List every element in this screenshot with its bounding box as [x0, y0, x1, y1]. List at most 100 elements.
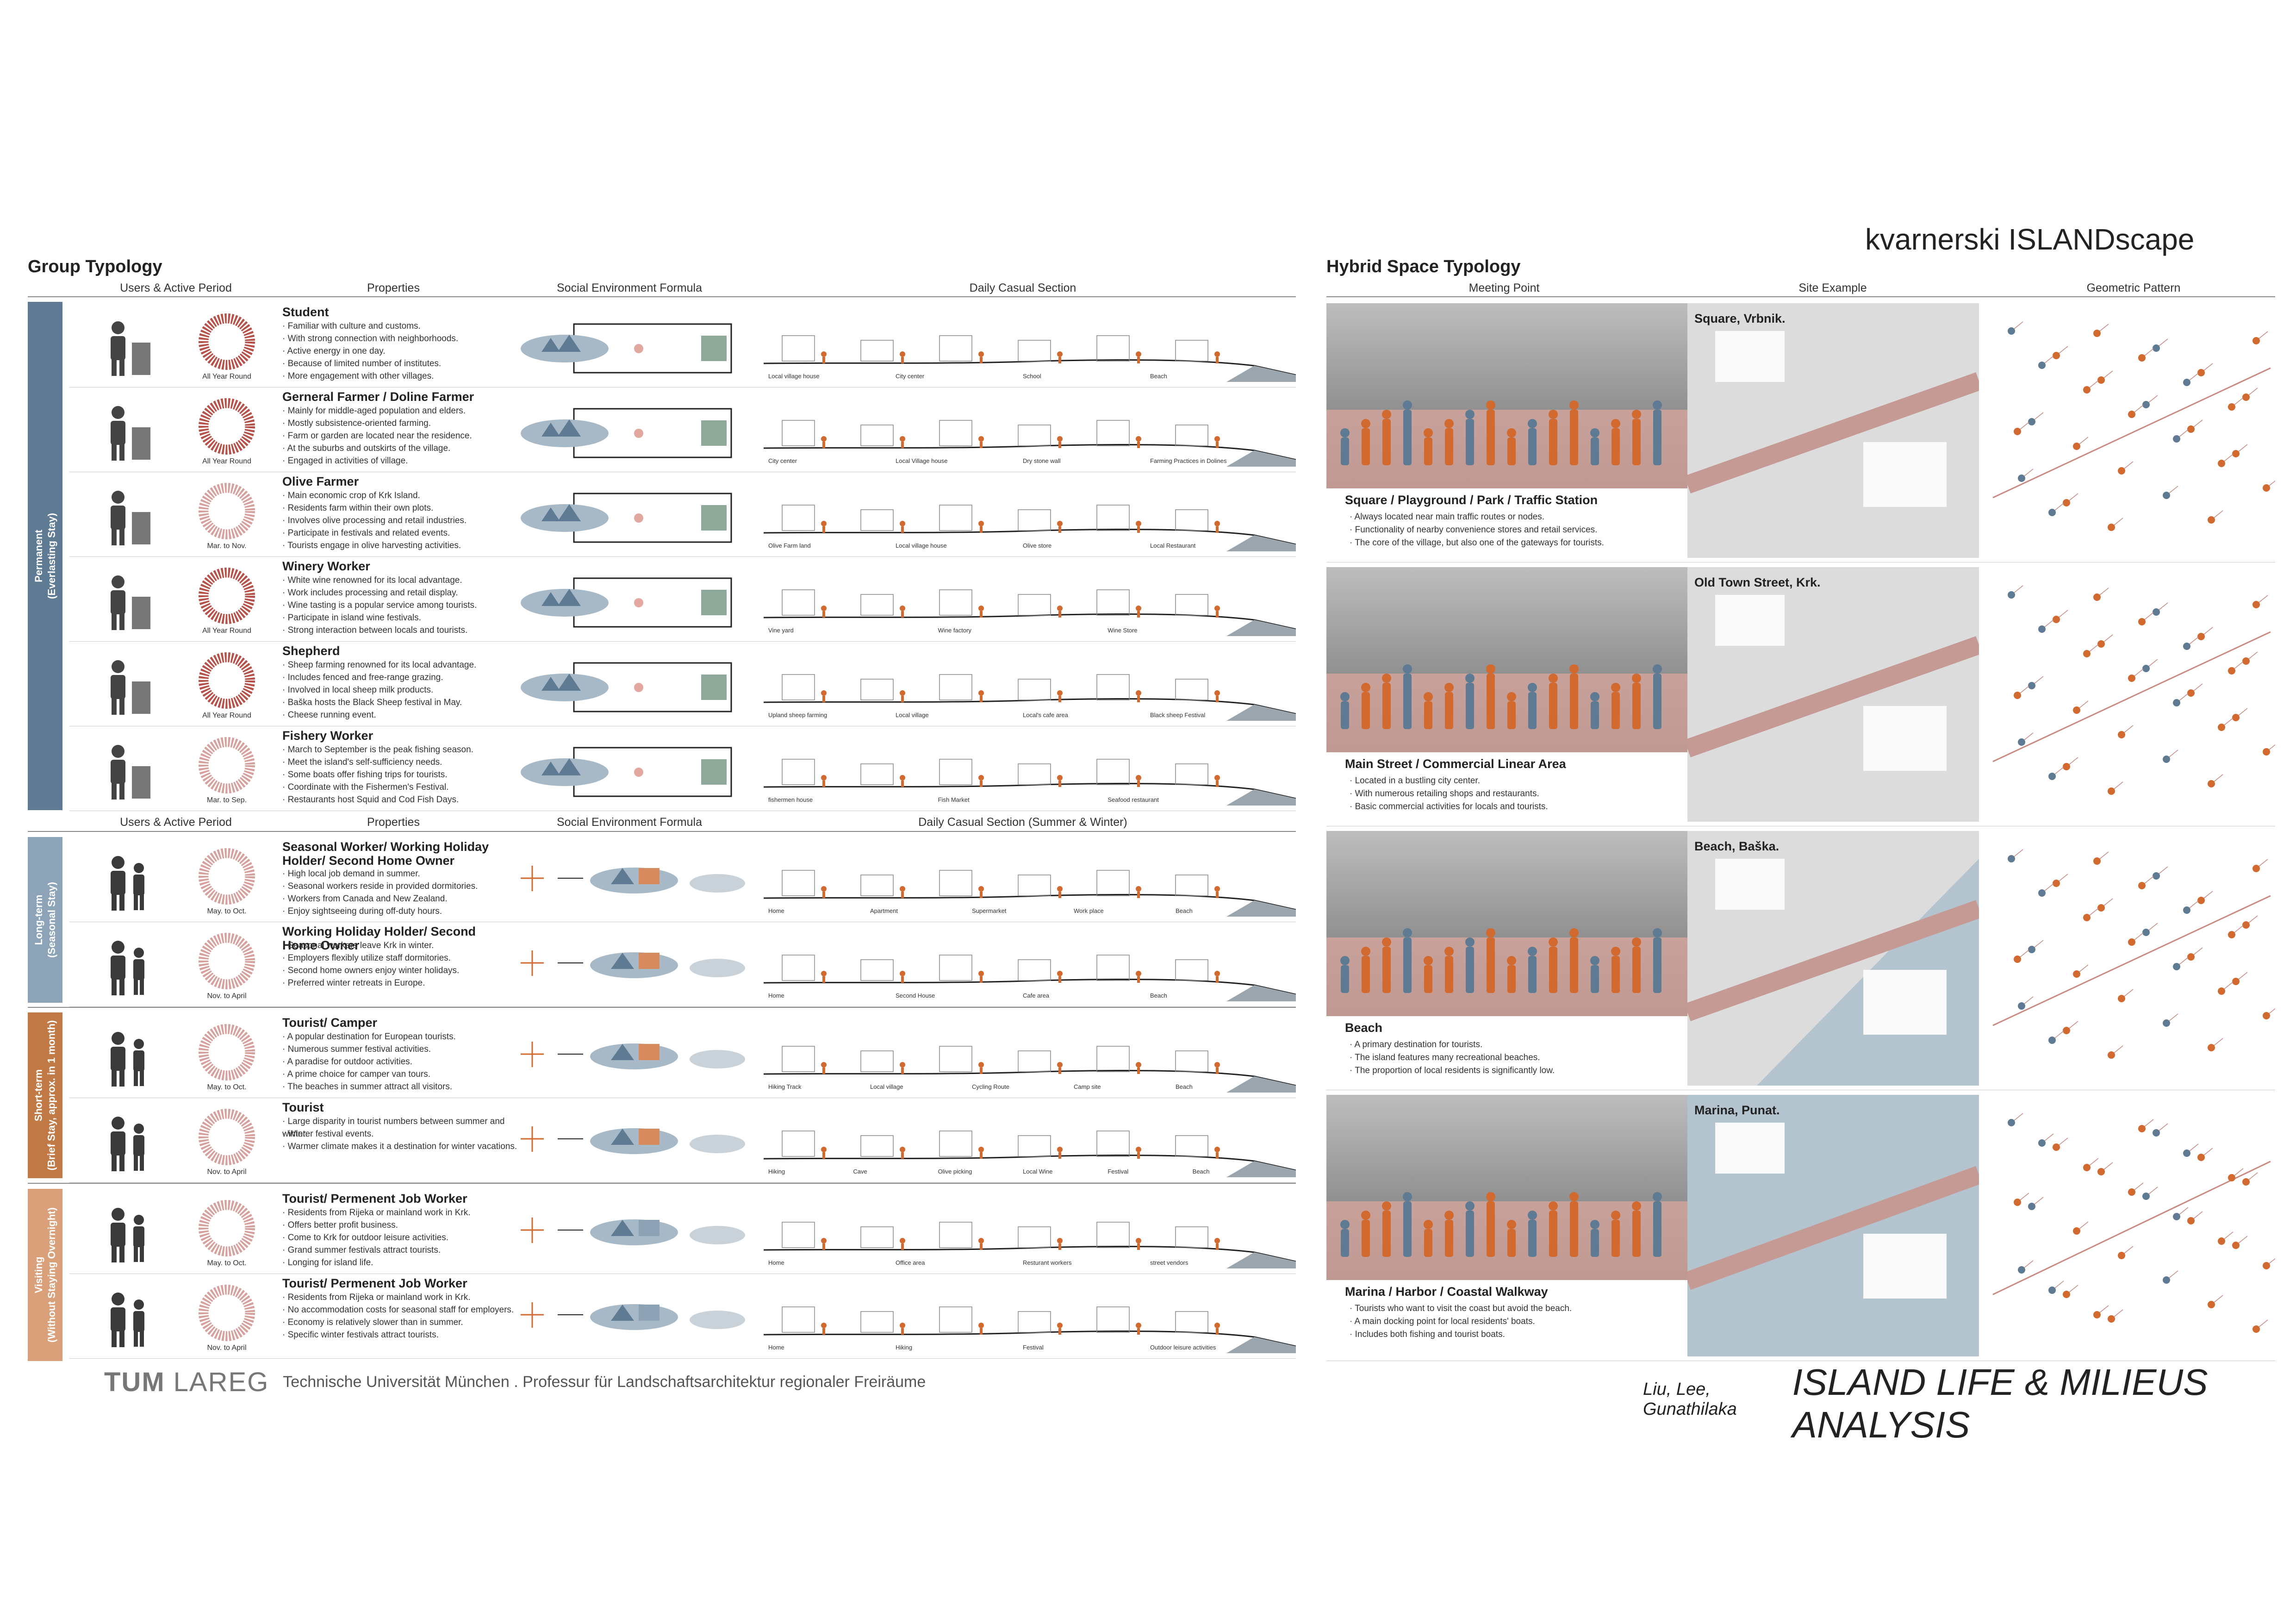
- group-property: · Involved in local sheep milk products.: [282, 685, 434, 695]
- hybrid-property: · Tourists who want to visit the coast b…: [1350, 1304, 1572, 1313]
- hybrid-title: Main Street / Commercial Linear Area: [1345, 757, 1566, 771]
- hybrid-property: · Functionality of nearby convenience st…: [1350, 525, 1598, 535]
- active-period-label: Nov. to April: [207, 1344, 247, 1352]
- group-title: Working Holiday Holder/ Second Home Owne…: [282, 924, 476, 952]
- group-property: · Participate in festivals and related e…: [282, 528, 450, 538]
- site-example-map: [1687, 831, 1979, 1086]
- active-period-label: Mar. to Nov.: [207, 542, 247, 550]
- user-figure-icon: [90, 654, 160, 718]
- col-users: Users & Active Period: [120, 281, 232, 294]
- group-property: · Mostly subsistence-oriented farming.: [282, 418, 431, 428]
- band-long-term: Long-term(Seasonal Stay): [28, 837, 62, 1003]
- group-property: · At the suburbs and outskirts of the vi…: [282, 443, 451, 453]
- geometric-pattern: [1984, 567, 2275, 822]
- group-title: Shepherd: [282, 644, 340, 658]
- section-label: Cave: [853, 1168, 867, 1175]
- meeting-point-photo: [1326, 567, 1687, 752]
- active-period-ring: [197, 396, 257, 456]
- group-property: · A paradise for outdoor activities.: [282, 1057, 412, 1067]
- section-label: Local village: [896, 712, 929, 718]
- group-row: Nov. to April Working Holiday Holder/ Sec…: [69, 923, 1296, 1007]
- hybrid-row: Square / Playground / Park / Traffic Sta…: [1326, 303, 2275, 562]
- active-period-ring: [197, 1283, 257, 1343]
- section-label: Home: [768, 1344, 784, 1351]
- group-title: Tourist: [282, 1100, 324, 1114]
- active-period-label: May. to Oct.: [207, 1259, 247, 1267]
- group-property: · The beaches in summer attract all visi…: [282, 1082, 453, 1092]
- section-label: Olive store: [1023, 542, 1052, 549]
- site-example-label: Beach, Baška.: [1694, 839, 1780, 853]
- group-title: Fishery Worker: [282, 729, 373, 743]
- section-label: Local village house: [768, 373, 820, 380]
- daily-section-drawing: [764, 927, 1296, 1001]
- social-formula-diagram: [514, 736, 754, 806]
- hybrid-property: · Always located near main traffic route…: [1350, 512, 1545, 522]
- geometric-pattern: [1984, 831, 2275, 1086]
- group-row: Nov. to April Tourist/ Permenent Job Work…: [69, 1274, 1296, 1359]
- group-property: · Economy is relatively slower than in s…: [282, 1318, 463, 1327]
- site-example-label: Marina, Punat.: [1694, 1103, 1780, 1117]
- group-property: · Grand summer festivals attract tourist…: [282, 1245, 441, 1255]
- social-formula-diagram: [514, 1284, 754, 1353]
- user-figure-icon: [90, 400, 160, 464]
- group-row: May. to Oct.Tourist/ Camper· A popular d…: [69, 1014, 1296, 1098]
- hybrid-title: Square / Playground / Park / Traffic Sta…: [1345, 493, 1598, 507]
- group-title: Tourist/ Permenent Job Worker: [282, 1276, 467, 1290]
- group-property: · Familiar with culture and customs.: [282, 321, 421, 331]
- social-formula-diagram: [514, 847, 754, 917]
- group-property: · Residents from Rijeka or mainland work…: [282, 1293, 471, 1302]
- hybrid-property: · A primary destination for tourists.: [1350, 1040, 1483, 1049]
- section-label: Local village house: [896, 542, 947, 549]
- group-property: · Some boats offer fishing trips for tou…: [282, 770, 448, 780]
- group-property: · White wine renowned for its local adva…: [282, 575, 462, 585]
- user-figure-icon: [90, 1110, 160, 1175]
- group-property: · Numerous summer festival activities.: [282, 1044, 431, 1054]
- group-property: · Specific winter festivals attract tour…: [282, 1330, 439, 1340]
- section-label: Fish Market: [938, 796, 970, 803]
- hybrid-title: Beach: [1345, 1021, 1383, 1035]
- daily-section-drawing: [764, 647, 1296, 721]
- active-period-ring: [197, 1198, 257, 1258]
- group-row: May. to Oct.Tourist/ Permenent Job Worke…: [69, 1190, 1296, 1274]
- section-label: Cafe area: [1023, 992, 1050, 999]
- site-example-map: [1687, 567, 1979, 822]
- section-label: Farming Practices in Dolines: [1150, 457, 1227, 464]
- group-property: · Mainly for middle-aged population and …: [282, 406, 466, 416]
- group-property: · Cheese running event.: [282, 710, 376, 720]
- group-property: · Winter festival events.: [282, 1129, 374, 1139]
- footer-logo: TUM LAREG Technische Universität München…: [104, 1367, 926, 1398]
- col-properties-2: Properties: [367, 816, 420, 829]
- hybrid-property: · Includes both fishing and tourist boat…: [1350, 1330, 1505, 1339]
- group-title: Winery Worker: [282, 559, 370, 573]
- group-row: May. to Oct.Seasonal Worker/ Working Hol…: [69, 838, 1296, 922]
- group-property: · A popular destination for European tou…: [282, 1032, 456, 1042]
- group-property: · Come to Krk for outdoor leisure activi…: [282, 1233, 449, 1243]
- user-figure-icon: [90, 1286, 160, 1351]
- user-figure-icon: [90, 569, 160, 634]
- col-site: Site Example: [1798, 281, 1867, 294]
- group-property: · Farm or garden are located near the re…: [282, 431, 472, 441]
- group-property: · Offers better profit business.: [282, 1220, 398, 1230]
- col-meeting: Meeting Point: [1468, 281, 1540, 294]
- active-period-ring: [197, 931, 257, 991]
- group-property: · Work includes processing and retail di…: [282, 588, 458, 598]
- section-label: Home: [768, 1259, 784, 1266]
- section-label: Beach: [1150, 373, 1167, 380]
- group-property: · Workers from Canada and New Zealand.: [282, 894, 448, 904]
- hybrid-typology-title: Hybrid Space Typology: [1326, 257, 1521, 276]
- hybrid-property: · Basic commercial activities for locals…: [1350, 802, 1548, 812]
- col-pattern: Geometric Pattern: [2086, 281, 2181, 294]
- section-label: School: [1023, 373, 1041, 380]
- user-figure-icon: [90, 738, 160, 803]
- group-title: Gerneral Farmer / Doline Farmer: [282, 390, 474, 404]
- user-figure-icon: [90, 1201, 160, 1266]
- group-property: · Strong interaction between locals and …: [282, 625, 468, 635]
- section-label: Local's cafe area: [1023, 712, 1068, 718]
- active-period-label: Nov. to April: [207, 992, 247, 1000]
- site-example-label: Square, Vrbnik.: [1694, 312, 1786, 325]
- site-example-label: Old Town Street, Krk.: [1694, 575, 1821, 589]
- daily-section-drawing: [764, 1018, 1296, 1093]
- daily-section-drawing: [764, 393, 1296, 467]
- hybrid-title: Marina / Harbor / Coastal Walkway: [1345, 1285, 1548, 1299]
